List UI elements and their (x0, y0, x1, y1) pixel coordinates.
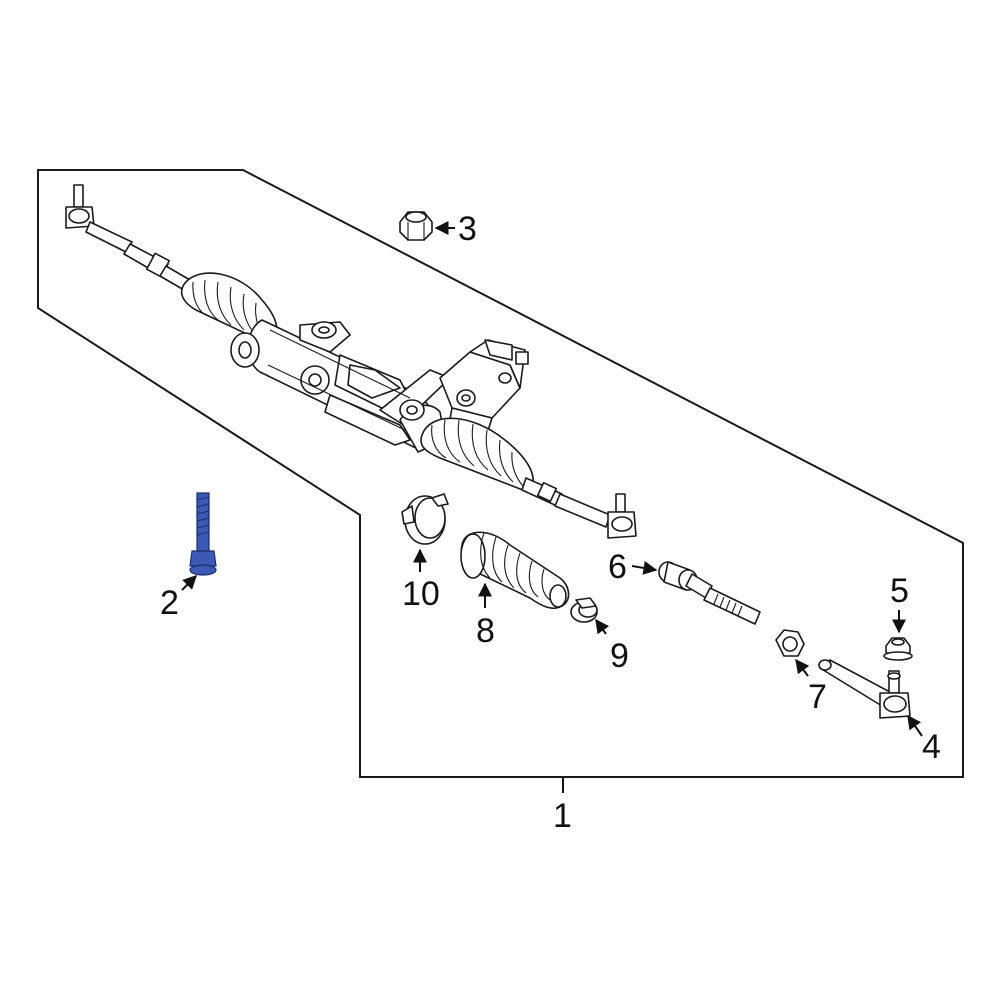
callout-5: 5 (890, 572, 909, 610)
part-4-outer-tie-rod-end (818, 659, 911, 719)
callout-6: 6 (608, 548, 627, 586)
callout-4: 4 (922, 728, 941, 766)
callout-3: 3 (458, 210, 477, 248)
assembly-frame (37, 169, 964, 778)
callout-1: 1 (553, 797, 572, 835)
callout-10: 10 (402, 575, 440, 613)
steering-rack-assembly (65, 184, 637, 539)
right-tie-rod-end (607, 493, 637, 539)
part-10-clamp (401, 493, 449, 545)
rack-housing (230, 319, 451, 453)
part-6-inner-tie-rod (658, 561, 761, 625)
part-9-small-clamp (570, 597, 598, 623)
part-5-flange-nut (883, 637, 913, 661)
callout-2: 2 (160, 584, 179, 622)
right-bellows-boot (420, 417, 534, 493)
callout-7: 7 (808, 678, 827, 716)
part-7-jam-nut (775, 629, 805, 657)
left-tie-rod-end (65, 184, 171, 278)
callout-9: 9 (610, 637, 629, 675)
part-3-nut (399, 211, 433, 241)
part-8-boot (460, 531, 570, 610)
callout-8: 8 (476, 612, 495, 650)
part-2-bolt (189, 492, 217, 576)
